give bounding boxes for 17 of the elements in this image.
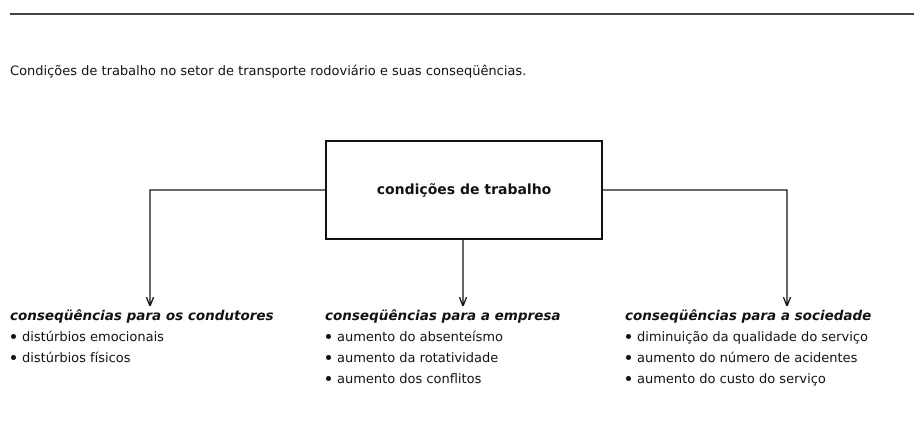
bullet-item: diminuição da qualidade do serviço	[625, 327, 910, 348]
group-heading: conseqüências para a sociedade	[625, 307, 872, 326]
arrow	[603, 189, 792, 307]
bullet-item: distúrbios emocionais	[10, 327, 300, 348]
arrow	[458, 240, 468, 307]
group-heading: conseqüências para a empresa	[325, 307, 562, 326]
figure-title: Condições de trabalho no setor de transporte rodoviário e suas conseqüências.	[10, 64, 526, 79]
bullet-item: aumento do custo do serviço	[625, 369, 910, 390]
arrow	[146, 189, 325, 307]
box-label: condições de trabalho	[376, 182, 552, 198]
bullet-item: aumento dos conflitos	[325, 369, 605, 390]
bullet-item: distúrbios físicos	[10, 348, 300, 369]
process-box	[325, 140, 603, 240]
bullet-item: aumento do absenteísmo	[325, 327, 605, 348]
bullet-item: aumento do número de acidentes	[625, 348, 910, 369]
group-heading: conseqüências para os condutores	[10, 307, 275, 326]
bullet-item: aumento da rotatividade	[325, 348, 605, 369]
